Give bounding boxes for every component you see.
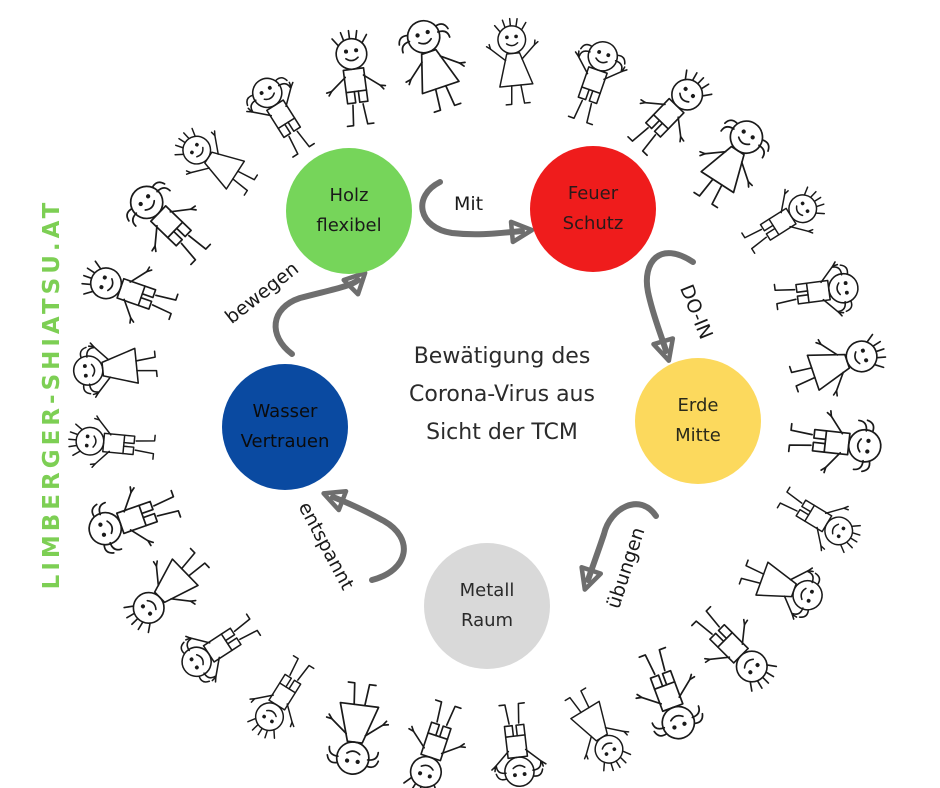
child-figure	[691, 605, 778, 692]
child-figure	[81, 260, 179, 324]
arrow-metall-to-wasser	[321, 488, 407, 583]
element-feuer-quality: Schutz	[562, 213, 624, 234]
child-figure	[126, 181, 212, 266]
element-erde-circle: Erde Mitte	[635, 358, 761, 484]
child-figure	[564, 687, 632, 772]
child-figure	[485, 17, 539, 106]
child-figure	[72, 342, 158, 398]
arrow-feuer-to-erde	[643, 250, 696, 363]
element-wasser-circle: Wasser Vertrauen	[222, 364, 348, 490]
arrow-label-mit: Mit	[454, 193, 484, 215]
arrow-holz-to-feuer	[419, 179, 535, 245]
child-figure	[738, 559, 823, 620]
child-figure	[174, 127, 259, 196]
element-metall-name: Metall	[459, 580, 515, 601]
website-side-text: LIMBERGER-SHIATSU.AT	[39, 198, 65, 590]
child-figure	[403, 699, 467, 788]
child-figure	[773, 261, 859, 317]
child-figure	[788, 333, 887, 397]
element-erde-name: Erde	[677, 395, 719, 416]
child-figure	[635, 646, 704, 740]
center-title: Bewätigung des Corona-Virus aus Sicht de…	[377, 338, 627, 452]
child-figure	[180, 613, 262, 683]
element-wasser-name: Wasser	[252, 401, 318, 422]
child-figure	[741, 186, 826, 255]
child-figure	[68, 415, 156, 469]
child-figure	[567, 40, 628, 126]
center-title-line-3: Sicht der TCM	[426, 420, 578, 445]
center-title-line-1: Bewätigung des	[413, 344, 591, 369]
element-holz-quality: flexibel	[316, 215, 382, 236]
child-figure	[246, 76, 315, 158]
child-figure	[693, 119, 770, 209]
element-holz-circle: Holz flexibel	[286, 148, 412, 274]
child-figure	[247, 655, 315, 739]
element-holz-name: Holz	[329, 185, 369, 206]
center-title-line-2: Corona-Virus aus	[409, 382, 595, 407]
element-feuer-circle: Feuer Schutz	[530, 146, 656, 272]
child-figure	[325, 681, 390, 775]
child-figure	[88, 486, 182, 554]
child-figure	[325, 29, 387, 128]
element-metall-quality: Raum	[460, 610, 514, 631]
child-figure	[776, 486, 861, 554]
child-figure	[491, 702, 547, 788]
child-figure	[123, 547, 210, 634]
child-figure	[787, 410, 882, 474]
arrow-wasser-to-holz	[272, 270, 368, 357]
child-figure	[627, 69, 713, 157]
arrow-erde-to-metall	[579, 501, 659, 592]
element-feuer-name: Feuer	[567, 183, 619, 204]
element-metall-circle: Metall Raum	[424, 543, 550, 669]
element-erde-quality: Mitte	[675, 425, 721, 446]
child-figure	[398, 19, 466, 114]
element-wasser-quality: Vertrauen	[240, 431, 330, 452]
